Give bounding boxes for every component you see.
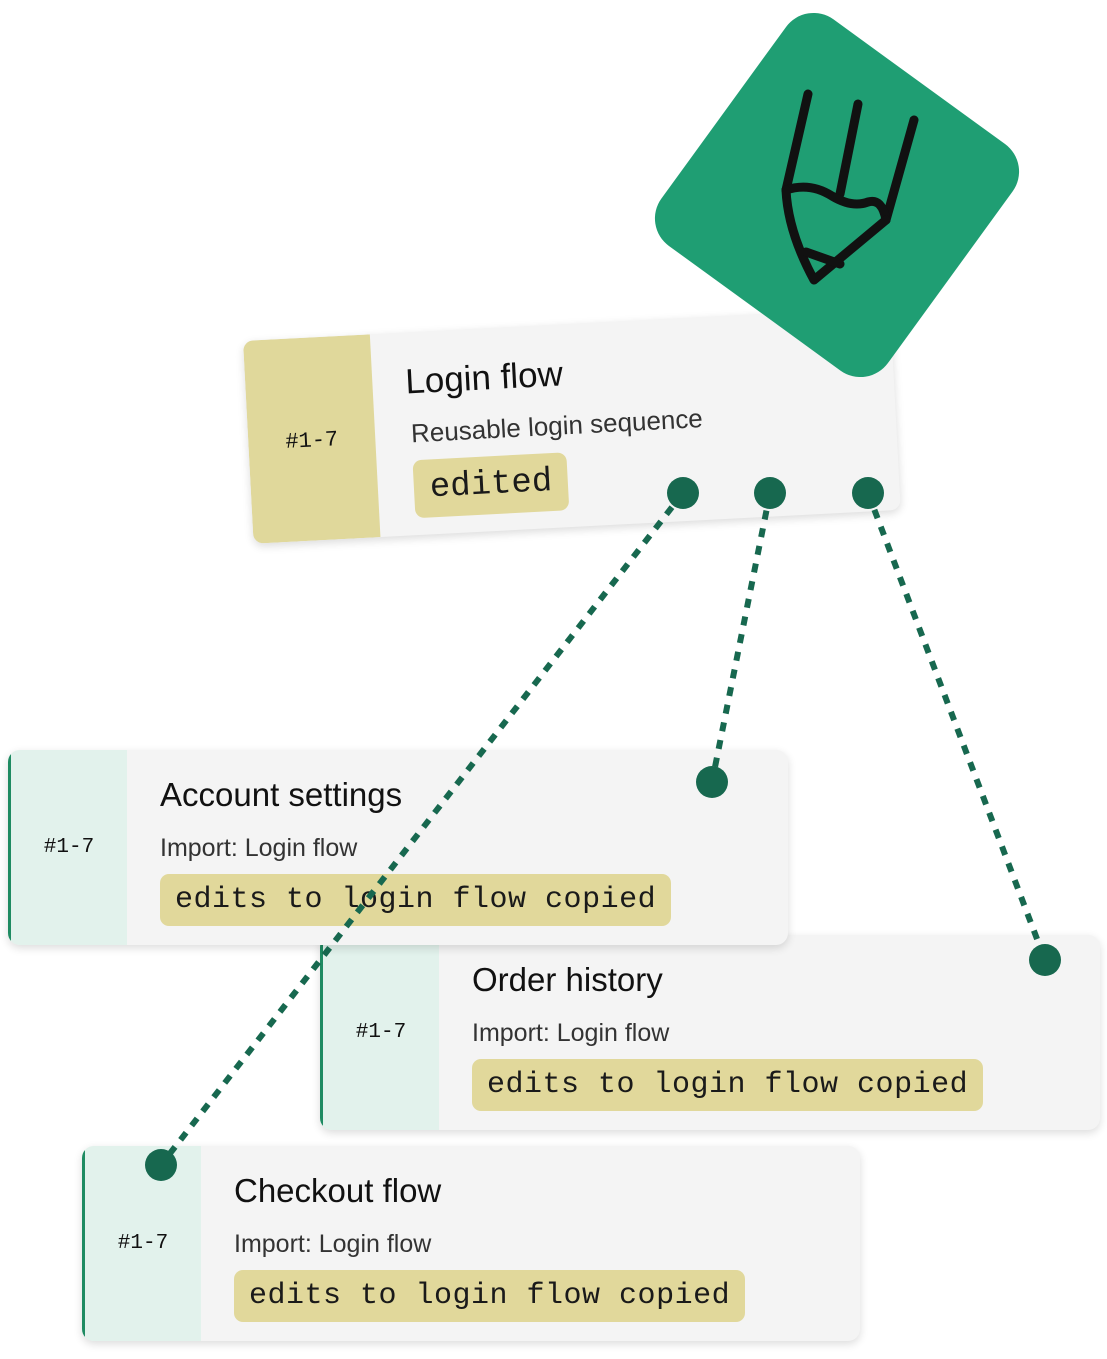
card-subtitle: Import: Login flow — [234, 1230, 432, 1258]
card-id-label: #1-7 — [8, 750, 127, 945]
status-badge: edits to login flow copied — [160, 874, 672, 926]
card-subtitle: Import: Login flow — [472, 1019, 670, 1047]
status-badge: edits to login flow copied — [472, 1059, 984, 1111]
status-badge: edits to login flow copied — [234, 1270, 746, 1322]
account-settings-card[interactable]: #1-7 Account settings Import: Login flow… — [8, 750, 788, 945]
checkout-flow-card[interactable]: #1-7 Checkout flow Import: Login flow ed… — [82, 1146, 860, 1341]
card-title: Account settings — [160, 776, 403, 813]
card-title: Checkout flow — [234, 1172, 442, 1209]
card-subtitle: Import: Login flow — [160, 834, 358, 862]
card-id-label: #1-7 — [243, 334, 381, 544]
card-title: Order history — [472, 961, 663, 998]
card-id-label: #1-7 — [82, 1146, 201, 1341]
status-badge: edited — [412, 452, 570, 519]
card-title: Login flow — [404, 354, 564, 402]
connector-root-to-account — [709, 492, 773, 783]
connector-root-to-order — [865, 491, 1048, 962]
card-id-label: #1-7 — [320, 935, 439, 1130]
pencil-icon — [781, 89, 919, 285]
card-subtitle: Reusable login sequence — [410, 403, 704, 449]
order-history-card[interactable]: #1-7 Order history Import: Login flow ed… — [320, 935, 1100, 1130]
